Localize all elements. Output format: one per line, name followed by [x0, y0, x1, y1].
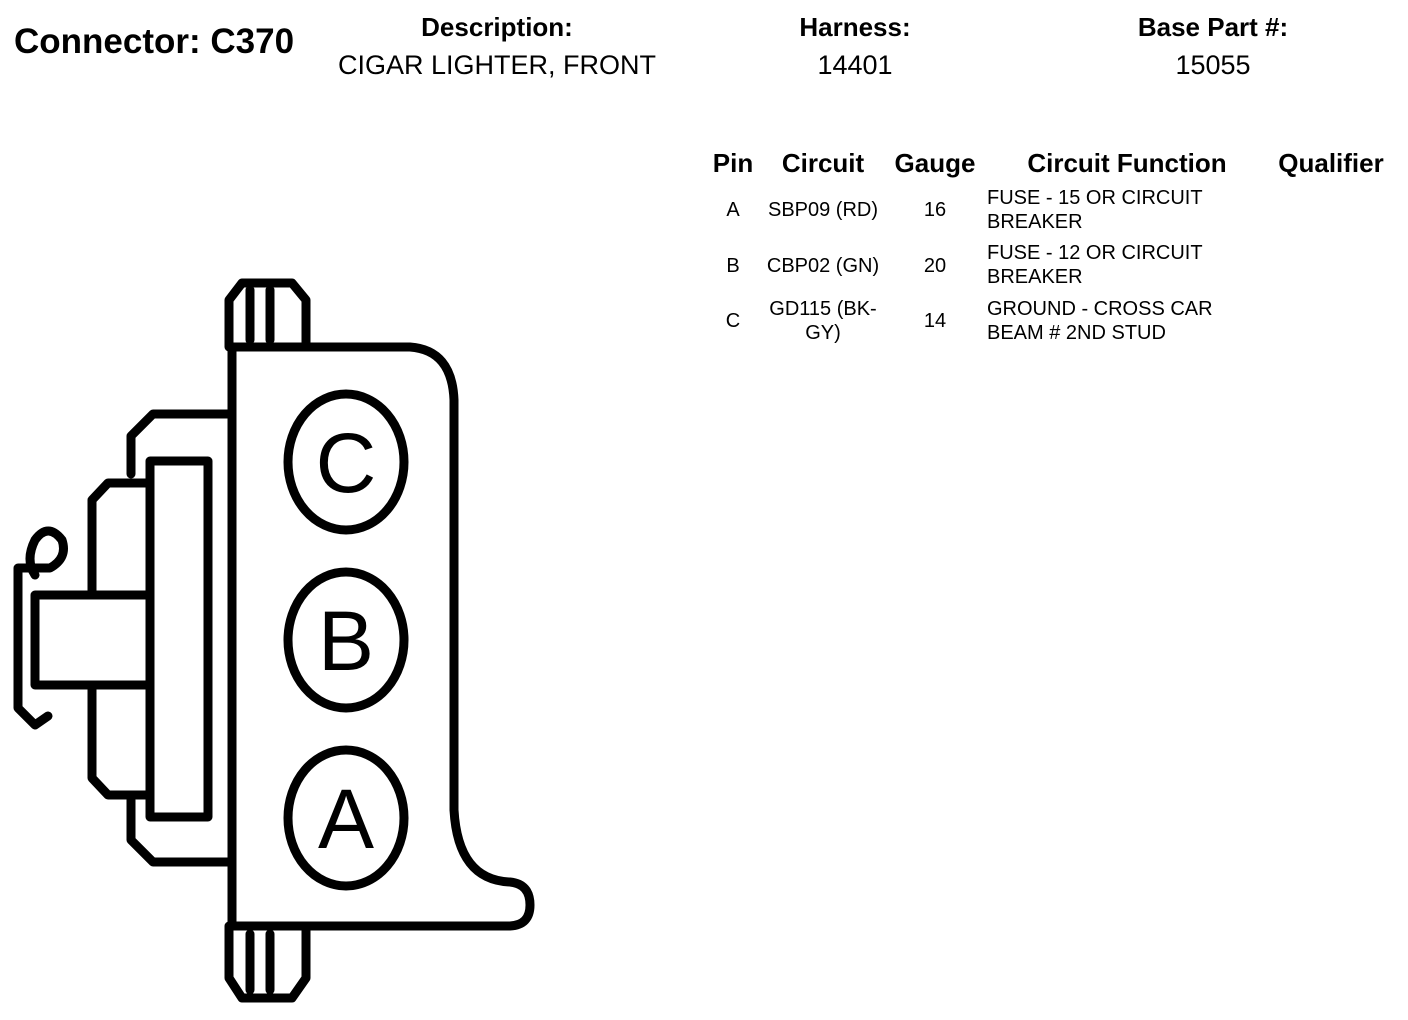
- description-value: CIGAR LIGHTER, FRONT: [337, 50, 657, 80]
- row-gauge: 20: [923, 255, 947, 277]
- middle-step: [87, 478, 155, 600]
- pin-label-b: B: [318, 594, 374, 688]
- row-pin: B: [726, 255, 740, 277]
- row-gauge: 14: [923, 310, 947, 332]
- connector-housing: [227, 342, 535, 931]
- column-header-gauge: Gauge: [894, 148, 976, 178]
- row-circuit-function: GROUND - CROSS CAR BEAM # 2ND STUD: [987, 298, 1213, 344]
- pin-cavity-a: [283, 745, 409, 891]
- harness-value: 14401: [817, 50, 893, 80]
- row-circuit: CBP02 (GN): [766, 255, 880, 277]
- pin-cavity-c: [283, 389, 409, 535]
- outer-step: [126, 409, 233, 479]
- pin-cavity-b: [283, 567, 409, 713]
- harness-label: Harness:: [799, 12, 911, 42]
- row-pin: C: [725, 310, 741, 332]
- outer-step-bottom: [126, 795, 233, 867]
- inner-slot: [145, 456, 213, 822]
- row-circuit-function: FUSE - 12 OR CIRCUIT BREAKER: [987, 242, 1203, 288]
- middle-step-bottom: [87, 680, 155, 800]
- row-circuit-function: FUSE - 15 OR CIRCUIT BREAKER: [987, 187, 1203, 233]
- bottom-latch: [224, 921, 311, 1003]
- column-header-circuit-function: Circuit Function: [1027, 148, 1227, 178]
- description-label: Description:: [421, 12, 573, 42]
- row-circuit: SBP09 (RD): [767, 199, 879, 221]
- row-circuit: GD115 (BK-GY): [769, 298, 877, 344]
- row-pin: A: [726, 199, 740, 221]
- column-header-qualifier: Qualifier: [1278, 148, 1384, 178]
- side-latch-hook: [13, 526, 68, 730]
- row-gauge: 16: [923, 199, 947, 221]
- column-header-circuit: Circuit: [781, 148, 865, 178]
- side-latch: [30, 590, 155, 690]
- connector-label: Connector:: [14, 22, 201, 61]
- base-part-label: Base Part #:: [1137, 12, 1289, 42]
- column-header-pin: Pin: [712, 148, 754, 178]
- connector-title: Connector: C370: [14, 22, 294, 62]
- top-latch: [224, 278, 311, 352]
- pin-label-a: A: [318, 772, 374, 866]
- connector-id: C370: [210, 22, 295, 61]
- base-part-value: 15055: [1175, 50, 1251, 80]
- pin-label-c: C: [316, 416, 377, 510]
